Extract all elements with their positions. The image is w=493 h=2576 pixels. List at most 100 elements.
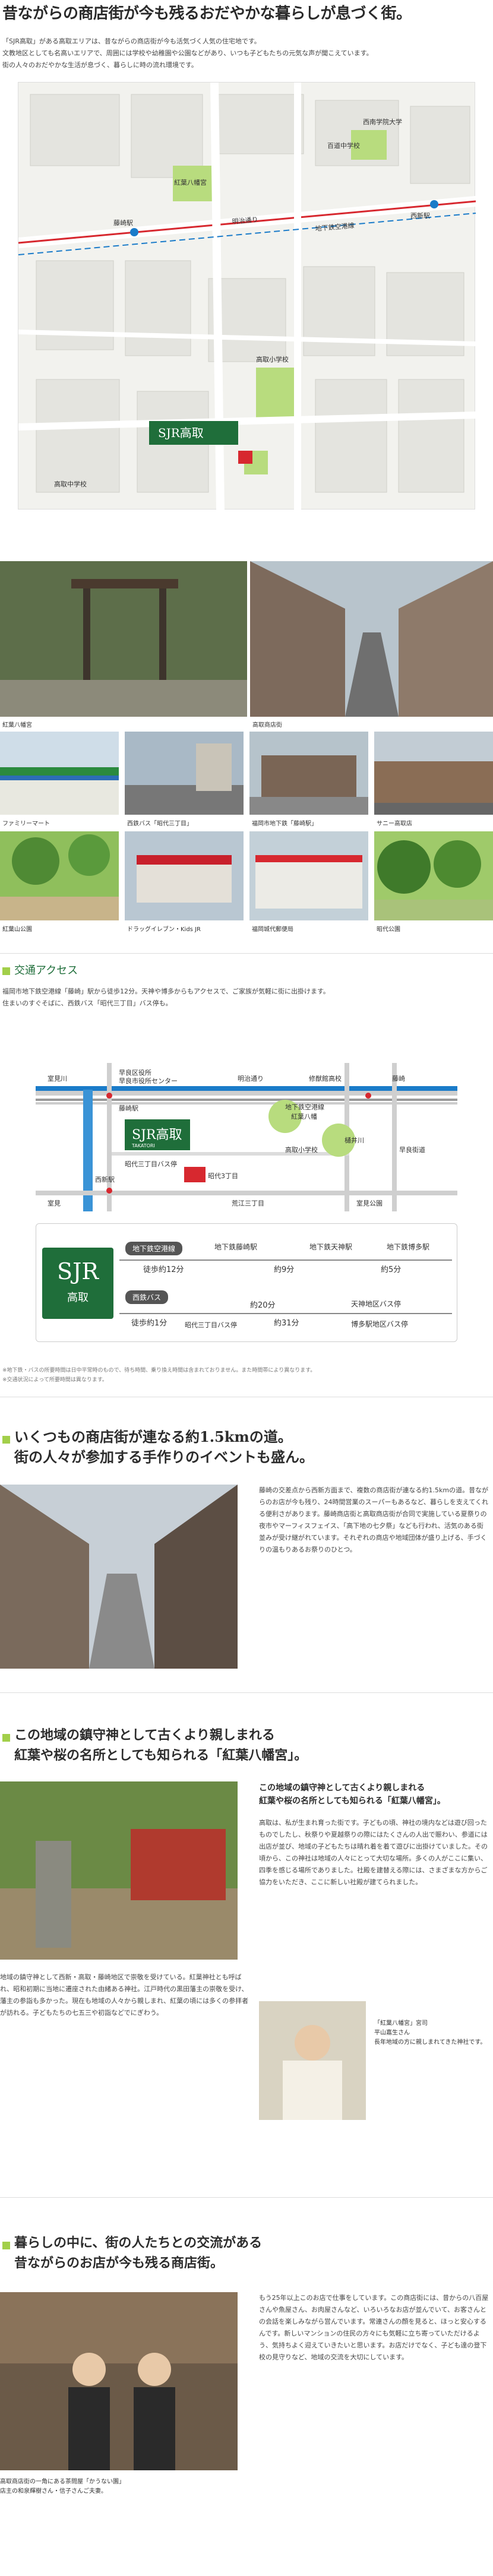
intro-block: 「SJR高取」がある高取エリアは、昔ながらの商店街が今も活気づく人気の住宅地です… [2,36,489,71]
access-map-svg: SJR高取 TAKATORI 早良区役所 早良市役所センター 明治通り 修猷館高… [36,1033,457,1211]
route-ride-20: 約20分 [250,1301,276,1310]
access-map-logo: SJR高取 [132,1128,182,1143]
shop-caption-1: 高取商店街の一角にある茶問屋「かうない園」 [0,2479,125,2485]
map-label-university: 西南学院大学 [363,118,402,126]
map-label-takatori-jhs: 高取中学校 [54,480,87,488]
shop-title-1: 暮らしの中に、街の人たちとの交流がある [14,2235,263,2251]
photo-shotengai-street [0,1485,238,1669]
am-bus-stop-2: 昭代3丁目 [208,1172,238,1180]
am-top-right-1: 修猷館高校 [309,1074,342,1083]
hachimangu-title-2: 紅葉や桜の名所としても知られる「紅葉八幡宮」。 [14,1748,308,1763]
page-headline: 昔ながらの商店街が今も残るおだやかな暮らしが息づく街。 [2,5,412,23]
caption-hachimangu: 紅葉八幡宮 [2,722,32,729]
shotengai-square-icon [2,1436,10,1444]
shotengai-title-2: 街の人々が参加する手作りのイベントも盛ん。 [14,1448,314,1466]
route-bus-stop: 昭代三丁目バス停 [185,1321,237,1329]
am-top-row-1: 早良区役所 [119,1068,151,1077]
caption-shotengai: 高取商店街 [252,722,282,729]
caption-drugstore: ドラッグイレブン・Kids JR [127,926,201,933]
map-label-nishijin: 西新駅 [410,211,430,220]
route-walk-1: 徒歩約1分 [131,1319,168,1328]
hachimangu-title-1: この地域の鎮守神として古くより親しまれる [14,1727,275,1743]
map-label-meiji: 明治通り [232,215,258,226]
hachimangu-right-head: この地域の鎮守神として古くより親しまれる 紅葉や桜の名所としても知られる「紅葉八… [259,1781,489,1808]
route-box: SJR 高取 地下鉄空港線 西鉄バス 地下鉄藤崎駅 地下鉄天神駅 地下鉄博多駅 … [36,1223,457,1342]
shotengai-title-1: いくつもの商店街が連なる約1.5kmの道。 [14,1428,292,1445]
route-subway-tag: 地下鉄空港線 [125,1242,183,1255]
rule-access [0,953,493,954]
am-jr-label: 室見川 [48,1074,67,1083]
photo-drugstore [125,831,244,920]
area-map-svg: SJR高取 西南学院大学 藤崎駅 明治通り 地下鉄空港線 紅葉八幡宮 高取小学校… [18,82,476,511]
photo-shotengai [250,561,493,717]
access-map-logo-sub: TAKATORI [131,1143,155,1148]
priest-caption-2: 平山嘉生さん [374,2030,410,2036]
am-bottom-right: 室見公園 [356,1199,383,1207]
rule-hachimangu [0,1692,493,1693]
hachimangu-square-icon [2,1734,10,1742]
route-tenjin-bus: 天神地区バス停 [351,1300,402,1308]
photo-family-mart [0,732,119,815]
hachimangu-right-head-1: この地域の鎮守神として古くより親しまれる [259,1783,425,1793]
caption-park: 紅葉山公園 [2,926,32,933]
caption-tenjin-park: 昭代公園 [377,926,400,933]
caption-sunny: サニー高取店 [377,821,412,827]
map-label-subway: 地下鉄空港線 [315,221,355,233]
intro-line-1: 「SJR高取」がある高取エリアは、昔ながらの商店街が今も活気づく人気の住宅地です… [2,37,261,45]
am-nishijin: 西新駅 [95,1175,115,1183]
rule-shop [0,2197,493,2198]
route-walk-12: 徒歩約12分 [143,1265,184,1274]
caption-family-mart: ファミリーマート [2,821,50,827]
route-line-subway [119,1259,452,1261]
shop-square-icon [2,2242,10,2249]
shop-caption-2: 店主の和泉輝樹さん・信子さんご夫妻。 [0,2488,107,2495]
am-fujisaki: 藤崎駅 [119,1104,138,1112]
caption-fujisaki: 福岡市地下鉄「藤崎駅」 [252,821,317,827]
photo-priest [259,2001,366,2120]
am-bottom-left: 室見 [48,1199,61,1207]
access-square-icon [2,967,10,975]
route-logo: SJR 高取 [42,1248,113,1319]
shotengai-body: 藤崎の交差点から西新方面まで、複数の商店街が連なる約1.5kmの道。昔ながらのお… [259,1486,489,1553]
route-ride-5: 約5分 [381,1265,402,1274]
am-bus-stop: 昭代三丁目バス停 [125,1160,177,1168]
hachimangu-right-body: 高取は、私が生まれ育った街です。子どもの頃、神社の境内などは遊び回ったものでした… [259,1819,488,1886]
photo-tea-shop [0,2292,238,2470]
access-note-1: ※地下鉄・バスの所要時間は日中平常時のもので、待ち時間、乗り換え時間は含まれてお… [2,1368,316,1374]
map-label-shrine: 紅葉八幡宮 [174,178,207,186]
photo-shrine [0,1781,238,1960]
am-school: 高取小学校 [285,1145,318,1154]
am-subway: 地下鉄空港線 [285,1103,324,1111]
map-label-school: 高取小学校 [256,355,289,363]
am-bottom-mid: 荒江三丁目 [232,1200,264,1207]
access-note-2: ※交通状況によって所要時間は異なります。 [2,1377,108,1383]
shop-body: もう25年以上このお店で仕事をしています。この商店街には、昔からの八百屋さんや魚… [259,2294,489,2361]
caption-post-office: 福岡城代郵便局 [252,926,293,933]
route-bus-tag: 西鉄バス [125,1290,169,1304]
route-logo-sub: 高取 [67,1292,89,1304]
am-top-right-2: 藤崎 [392,1074,405,1083]
route-stn-tenjin: 地下鉄天神駅 [309,1243,353,1251]
caption-bus: 西鉄バス「昭代三丁目」 [127,821,192,827]
access-title: 交通アクセス [14,964,78,977]
priest-caption: 「紅葉八幡宮」宮司 平山嘉生さん 長年地域の方に親しまれてきた神社です。 [374,2019,487,2047]
am-top-row-2: 早良市役所センター [119,1077,178,1085]
shop-title-2: 昔ながらのお店が今も残る商店街。 [14,2255,224,2271]
am-meiji: 明治通り [238,1074,264,1083]
photo-post-office [249,831,368,920]
map-label-jhs: 百道中学校 [327,141,360,150]
access-desc-1: 福岡市地下鉄空港線「藤崎」駅から徒歩12分。天神や博多からもアクセスで、ご家族が… [2,988,330,995]
photo-bus-stop [125,732,244,815]
am-park-right: 樋井川 [345,1136,364,1144]
area-map: SJR高取 西南学院大学 藤崎駅 明治通り 地下鉄空港線 紅葉八幡宮 高取小学校… [18,82,476,511]
photo-fujisaki-exit [249,732,368,815]
photo-shrine-gate [0,561,247,717]
route-stn-fujisaki: 地下鉄藤崎駅 [214,1243,258,1251]
access-notes: ※地下鉄・バスの所要時間は日中平常時のもので、待ち時間、乗り換え時間は含まれてお… [2,1366,489,1385]
hachimangu-left-body: 地域の鎮守神として西新・高取・藤崎地区で崇敬を受けている。紅葉神社とも呼ばれ、昭… [0,1973,249,2017]
am-right-street: 早良街道 [399,1145,425,1154]
route-ride-9: 約9分 [274,1265,295,1274]
access-desc: 福岡市地下鉄空港線「藤崎」駅から徒歩12分。天神や博多からもアクセスで、ご家族が… [2,986,489,1009]
shop-caption: 高取商店街の一角にある茶問屋「かうない園」 店主の和泉輝樹さん・信子さんご夫妻。 [0,2477,249,2496]
photo-sunny [374,732,493,815]
